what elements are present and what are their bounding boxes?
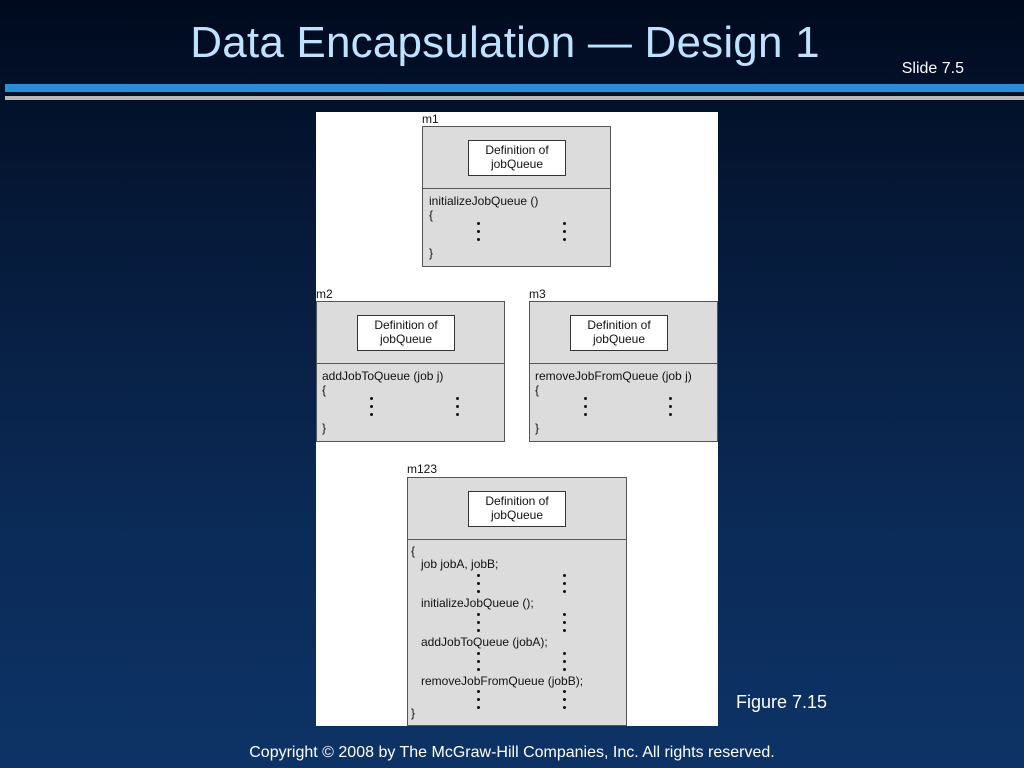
ellipsis-dots: [563, 613, 567, 637]
code-open-brace: {: [411, 544, 416, 558]
code-call-add: addJobToQueue (jobA);: [421, 635, 548, 649]
module-divider: [408, 539, 626, 540]
code-declaration: job jobA, jobB;: [421, 557, 499, 571]
code-call-remove: removeJobFromQueue (jobB);: [421, 674, 584, 688]
definition-box-m2: Definition of jobQueue: [357, 315, 455, 351]
code-call-initialize: initializeJobQueue ();: [421, 596, 534, 610]
code-signature: removeJobFromQueue (job j): [535, 369, 692, 383]
definition-line-1: Definition of: [485, 143, 549, 157]
definition-line-2: jobQueue: [490, 508, 544, 522]
definition-line-1: Definition of: [374, 318, 438, 332]
ellipsis-dots: [456, 397, 460, 421]
definition-box-m1: Definition of jobQueue: [468, 140, 566, 176]
ellipsis-dots: [370, 397, 374, 421]
module-divider: [317, 363, 504, 364]
code-close-brace: }: [322, 421, 327, 435]
module-m3: Definition of jobQueue removeJobFromQueu…: [529, 301, 718, 442]
ellipsis-dots: [477, 613, 481, 637]
module-divider: [530, 363, 717, 364]
ellipsis-dots: [584, 397, 588, 421]
module-m1: Definition of jobQueue initializeJobQueu…: [422, 126, 611, 267]
title-rule-blue: [5, 84, 1024, 92]
ellipsis-dots: [563, 690, 567, 714]
code-signature: addJobToQueue (job j): [322, 369, 444, 383]
code-close-brace: }: [411, 706, 416, 720]
slide-title: Data Encapsulation — Design 1: [190, 18, 820, 67]
ellipsis-dots: [563, 652, 567, 676]
code-close-brace: }: [535, 421, 540, 435]
ellipsis-dots: [563, 574, 567, 598]
ellipsis-dots: [477, 574, 481, 598]
code-open-brace: {: [429, 208, 434, 222]
module-divider: [423, 188, 610, 189]
definition-line-1: Definition of: [485, 494, 549, 508]
figure-panel: m1 Definition of jobQueue initializeJobQ…: [316, 112, 718, 726]
module-m123: Definition of jobQueue { job jobA, jobB;…: [407, 477, 627, 726]
ellipsis-dots: [477, 652, 481, 676]
definition-line-1: Definition of: [587, 318, 651, 332]
slide-number: Slide 7.5: [901, 60, 964, 77]
code-open-brace: {: [322, 383, 327, 397]
definition-box-m3: Definition of jobQueue: [570, 315, 668, 351]
definition-line-2: jobQueue: [490, 157, 544, 171]
copyright-footer: Copyright © 2008 by The McGraw-Hill Comp…: [249, 744, 775, 761]
ellipsis-dots: [477, 690, 481, 714]
ellipsis-dots: [477, 222, 481, 246]
module-label-m2: m2: [316, 287, 333, 301]
code-signature: initializeJobQueue (): [429, 194, 539, 208]
ellipsis-dots: [563, 222, 567, 246]
ellipsis-dots: [669, 397, 673, 421]
module-label-m1: m1: [422, 112, 439, 126]
code-open-brace: {: [535, 383, 540, 397]
definition-box-m123: Definition of jobQueue: [468, 491, 566, 527]
figure-caption: Figure 7.15: [736, 692, 828, 712]
module-label-m3: m3: [529, 287, 546, 301]
definition-line-2: jobQueue: [379, 332, 433, 346]
code-close-brace: }: [429, 246, 434, 260]
module-label-m123: m123: [407, 462, 438, 476]
title-rule-grey: [5, 96, 1024, 100]
definition-line-2: jobQueue: [592, 332, 646, 346]
module-m2: Definition of jobQueue addJobToQueue (jo…: [316, 301, 505, 442]
